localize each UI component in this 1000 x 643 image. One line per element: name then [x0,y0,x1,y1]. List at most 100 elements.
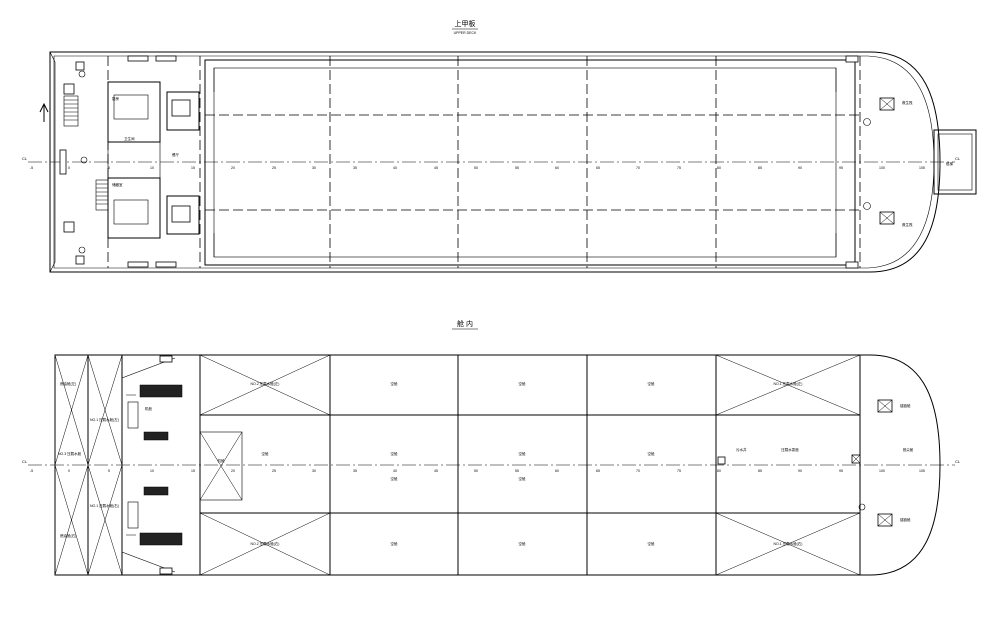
room-label-store: 储藏室 [112,182,123,187]
compartment-label: NO.1 压载水舱(左) [774,381,803,386]
tank-label: NO.1 压载水舱(左) [90,417,119,422]
frame-number: 55 [515,469,519,473]
room-label-toilet: 卫生间 [124,136,135,141]
compartment-label: 空舱 [519,451,527,456]
compartment-label: 空舱 [519,541,527,546]
hold-cl-label-left: CL [22,459,28,464]
frame-number: 65 [596,166,600,170]
upper-deck-plan: 上甲板 UPPER DECK CL CL [22,19,977,273]
compartment-label: 空舱 [391,476,399,481]
frame-number: 35 [353,469,357,473]
upper-deck-subtitle: UPPER DECK [454,31,477,35]
upper-deck-cl-label-left: CL [22,156,28,161]
compartment-label: 首尖舱 [903,447,914,452]
frame-number: 75 [677,469,681,473]
hold-frame-numbers: -5 0 5 10 15 20 25 30 35 40 45 50 55 60 … [30,469,925,473]
frame-number: 105 [919,166,925,170]
tank-label: 燃油舱(左) [60,381,76,386]
frame-number: 40 [393,469,397,473]
generator [143,486,169,496]
generator [143,431,169,441]
compartment-label: 空舱 [648,451,656,456]
frame-number: 90 [798,469,802,473]
gangway-ramp [933,129,977,195]
frame-number: 105 [919,469,925,473]
fore-deck-equipment: 救生筏 救生筏 舷梯 [845,55,977,269]
frame-number: -5 [30,469,33,473]
frame-number: 50 [474,469,478,473]
hold-lower-labels: NO.2 压载水舱(右) 空舱 空舱 空舱 NO.1 压载水舱(右) [251,541,803,546]
frame-number: -5 [30,166,33,170]
frame-number: 65 [596,469,600,473]
frame-number: 55 [515,166,519,170]
frame-number: 45 [434,469,438,473]
aft-deck-fittings [39,55,177,268]
frame-number: 95 [839,166,843,170]
chain-locker-label: 锚链舱 [900,517,911,522]
frame-number: 30 [312,166,316,170]
frame-number: 10 [150,469,154,473]
compartment-label: 空舱 [391,541,399,546]
frame-number: 40 [393,166,397,170]
hold-cl-label-right: CL [955,459,961,464]
compartment-label: 压载水泵舱 [781,447,799,452]
frame-number: 20 [231,166,235,170]
compartment-label: NO.2 压载水舱(左) [251,381,280,386]
frame-number: 45 [434,166,438,170]
upper-deck-frame-numbers: -5 0 5 10 15 20 25 30 35 40 45 50 55 60 … [30,166,925,170]
upper-deck-cl-label-right: CL [955,156,961,161]
frame-number: 85 [758,166,762,170]
liferaft-label-port: 救生筏 [902,100,913,105]
frame-number: 5 [108,469,110,473]
frame-number: 70 [636,469,640,473]
frame-number: 70 [636,166,640,170]
frame-number: 5 [108,166,110,170]
accommodation-block: 厨房 卫生间 储藏室 餐厅 [107,81,200,239]
chain-locker-label: 锚链舱 [900,403,911,408]
room-label-galley: 厨房 [112,96,119,101]
compartment-label: 污水井 [736,447,747,452]
ballast-tank-crosses [54,354,861,576]
tank-label: 机舱 [145,406,152,411]
frame-number: 100 [879,469,885,473]
tank-label: 燃油舱(右) [60,533,76,538]
upper-deck-title: 上甲板 [455,19,476,28]
compartment-label: 空舱 [262,451,270,456]
frame-number: 100 [879,166,885,170]
compartment-label: 空舱 [391,381,399,386]
frame-number: 15 [191,166,195,170]
frame-number: 10 [150,166,154,170]
hold-plan: 舱 内 [22,319,961,576]
upper-deck-bulkheads [107,56,861,268]
compartment-label: 机舱 [218,458,225,463]
room-label-mess: 餐厅 [172,152,179,157]
compartment-label: 空舱 [648,381,656,386]
engine-room-machinery [121,355,243,575]
frame-number: 85 [758,469,762,473]
compartment-label: 空舱 [519,381,527,386]
hold-title: 舱 内 [457,319,473,328]
compartment-label: NO.1 压载水舱(右) [774,541,803,546]
frame-number: 0 [68,166,70,170]
compartment-label: 空舱 [648,541,656,546]
frame-number: 60 [555,469,559,473]
compartment-label: 空舱 [519,476,527,481]
tank-label: NO.3 压载水舱 [58,451,82,456]
frame-number: 60 [555,166,559,170]
hold-aft-labels: 燃油舱(左) NO.3 压载水舱 NO.1 压载水舱(左) NO.1 压载水舱(… [58,381,152,538]
hold-fore-fittings [717,399,893,527]
frame-number: 50 [474,166,478,170]
frame-number: 80 [717,469,721,473]
frame-number: 90 [798,166,802,170]
hold-center-labels: 机舱 空舱 空舱 空舱 空舱 空舱 空舱 污水井 压载水泵舱 首尖舱 [218,447,914,481]
tank-label: NO.1 压载水舱(右) [90,503,119,508]
frame-number: 30 [312,469,316,473]
frame-number: 80 [717,166,721,170]
main-engine-starboard [139,532,183,546]
frame-number: 15 [191,469,195,473]
frame-number: 20 [231,469,235,473]
cargo-hatch [204,59,856,266]
gangway-label: 舷梯 [946,161,954,166]
compartment-label: NO.2 压载水舱(右) [251,541,280,546]
